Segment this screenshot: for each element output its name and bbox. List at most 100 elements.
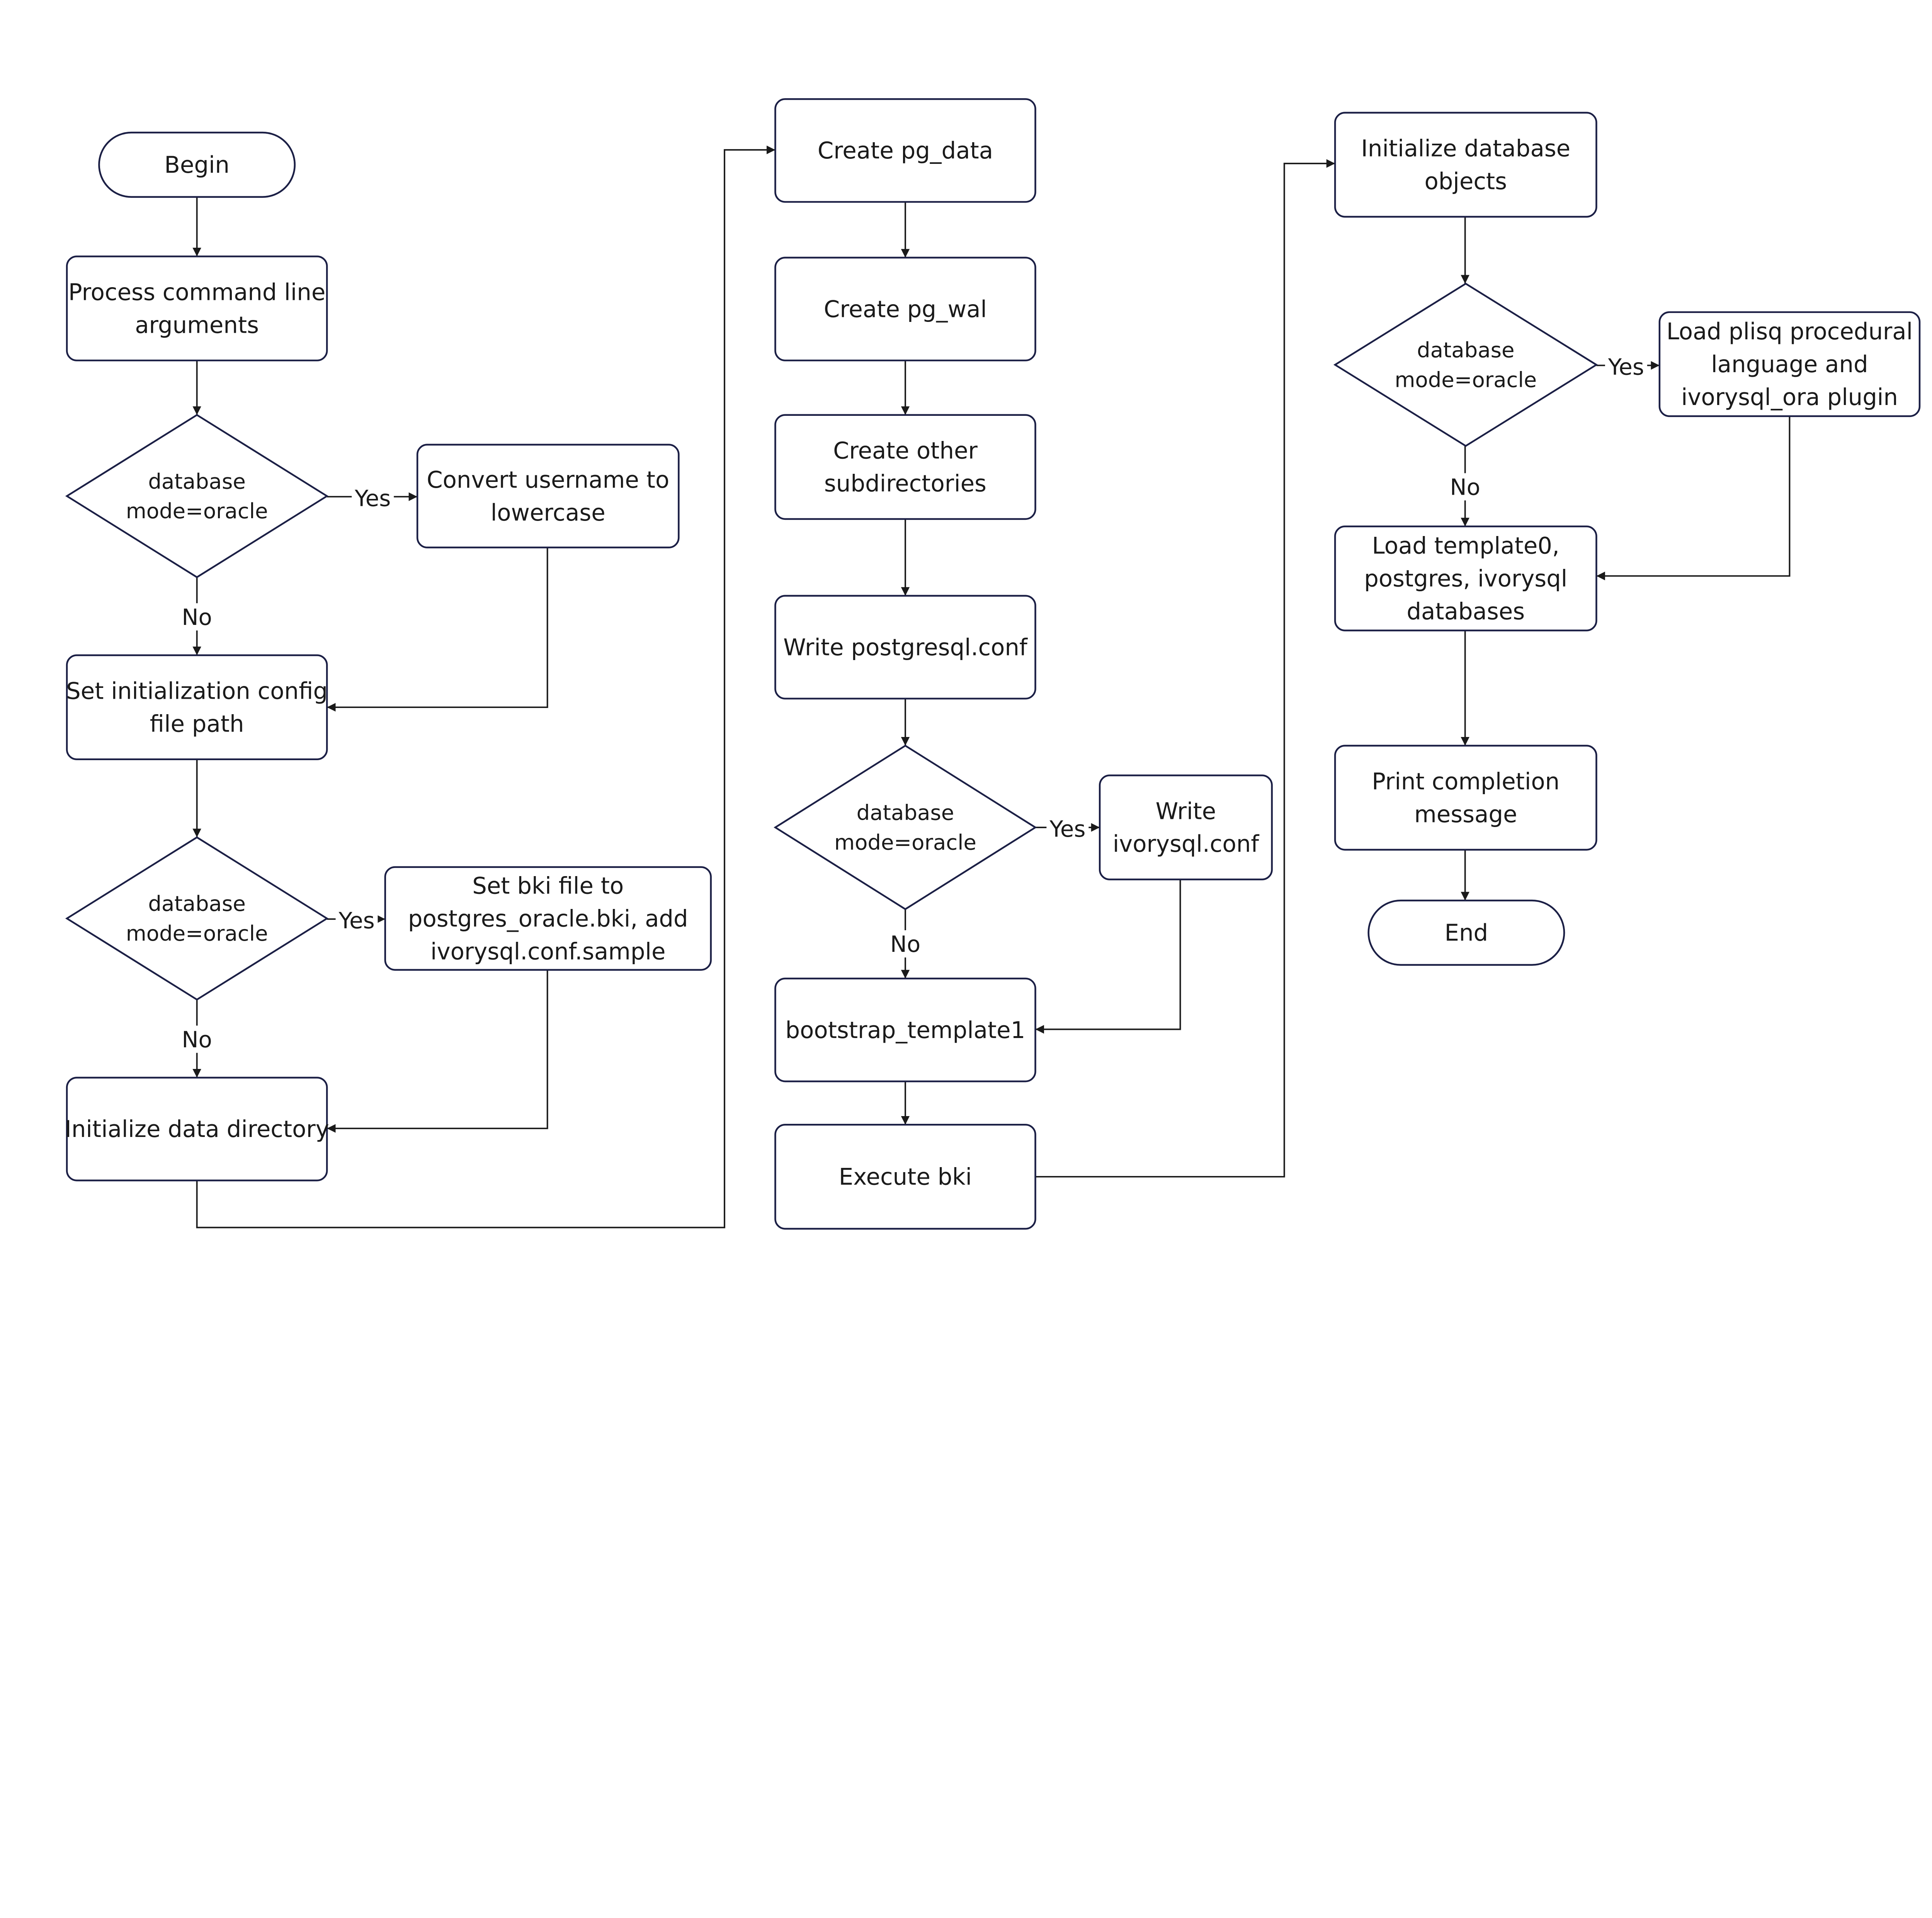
process-box [1334,525,1597,631]
node-text: Execute bki [839,1164,972,1190]
node-text: Set initialization config [66,677,328,704]
node-set-config-path: Set initialization config file path [66,654,328,760]
edge-label-bg [180,1025,213,1053]
node-text: mode=oracle [1395,367,1537,392]
process-box [66,654,328,760]
node-create-pg-data: Create pg_data [774,98,1036,203]
node-decision2: database mode=oracle [65,836,329,1001]
edge-bki-to-initdir [327,970,548,1133]
node-text: Write [1156,798,1216,824]
node-text: mode=oracle [834,830,976,855]
node-text: databases [1406,598,1525,625]
edge-label-bg [1046,815,1089,842]
node-set-bki: Set bki file to postgres_oracle.bki, add i… [384,866,712,971]
node-text: Create other [833,437,978,464]
node-text: database [1417,338,1515,362]
edge-plisql-to-templates [1596,416,1791,580]
process-box [774,414,1036,520]
node-text: objects [1424,168,1507,195]
node-text: postgres_oracle.bki, add [408,905,688,932]
node-text: Begin [164,151,230,178]
process-box [1334,745,1597,851]
node-write-ivorysql-conf: Write ivorysql.conf [1099,774,1273,880]
node-text: ivorysql.conf.sample [430,938,665,965]
node-decision1: database mode=oracle [65,414,329,579]
node-text: Convert username to [427,466,669,493]
edge-label-no: No [182,1026,212,1053]
edge-label-bg [889,930,922,958]
node-text: mode=oracle [126,499,268,523]
node-text: language and [1711,351,1868,378]
process-box [66,255,328,361]
node-text: Initialize database [1361,135,1570,162]
node-text: database [148,469,246,494]
node-decision3: database mode=oracle [774,744,1037,910]
node-init-db-objects: Initialize database objects [1334,112,1597,218]
process-box [1658,311,1921,417]
edge-label-bg [352,484,394,512]
process-box [1099,774,1273,880]
node-text: Process command line [68,279,325,305]
node-begin: Begin [98,131,296,198]
node-decision4: database mode=oracle [1333,283,1598,447]
edge-label-bg [1605,353,1647,380]
node-write-postgresql-conf: Write postgresql.conf [774,595,1036,699]
node-convert-username: Convert username to lowercase [416,444,680,548]
process-box [416,444,680,548]
node-text: database [857,800,954,825]
node-text: Initialize data directory [65,1116,329,1142]
edge-label-bg [1449,473,1481,500]
node-load-templates: Load template0, postgres, ivorysql databas… [1334,525,1597,631]
edge-label-no: No [1450,474,1480,500]
edge-label-yes: Yes [1608,354,1644,380]
edge-exec-to-initobj [1035,159,1335,1178]
node-process-args: Process command line arguments [66,255,328,361]
edge-label-yes: Yes [354,485,391,511]
edge-label-no: No [890,931,920,957]
node-text: ivorysql.conf [1113,831,1260,857]
node-text: End [1445,919,1488,946]
process-box [774,98,1036,203]
node-text: Load template0, [1372,533,1560,559]
edge-label-bg [335,907,378,934]
node-text: file path [150,710,244,737]
node-text: message [1414,801,1517,827]
node-text: arguments [135,311,259,338]
decision-diamond [1333,283,1598,447]
process-box [384,866,712,971]
edge-convert-to-config [327,547,548,712]
edge-initdir-to-pgdata [196,145,776,1229]
node-bootstrap-template1: bootstrap_template1 [774,977,1036,1082]
node-text: Write postgresql.conf [783,634,1028,660]
process-box [774,977,1036,1082]
node-init-data-dir: Initialize data directory [65,1077,329,1181]
decision-diamond [65,414,329,579]
node-create-pg-wal: Create pg_wal [774,257,1036,361]
node-text: Load plisq procedural [1667,318,1913,345]
node-text: Create pg_data [818,137,993,164]
process-box [774,1124,1036,1230]
decision-diamond [774,744,1037,910]
node-text: database [148,891,246,916]
process-box [774,595,1036,699]
node-text: Create pg_wal [824,296,987,322]
node-text: bootstrap_template1 [786,1017,1026,1043]
node-text: postgres, ivorysql [1364,565,1567,592]
edge-label-bg [180,603,213,631]
edge-label-yes: Yes [1049,816,1085,842]
node-execute-bki: Execute bki [774,1124,1036,1230]
node-text: mode=oracle [126,921,268,946]
terminal-shape [1367,899,1565,966]
node-end: End [1367,899,1565,966]
terminal-shape [98,131,296,198]
process-box [66,1077,328,1181]
process-box [1334,112,1597,218]
node-print-completion: Print completion message [1334,745,1597,851]
node-text: ivorysql_ora plugin [1681,384,1898,410]
node-text: lowercase [491,499,605,526]
node-text: Set bki file to [472,872,624,899]
node-text: Print completion [1372,768,1560,795]
edge-label-yes: Yes [338,907,375,934]
